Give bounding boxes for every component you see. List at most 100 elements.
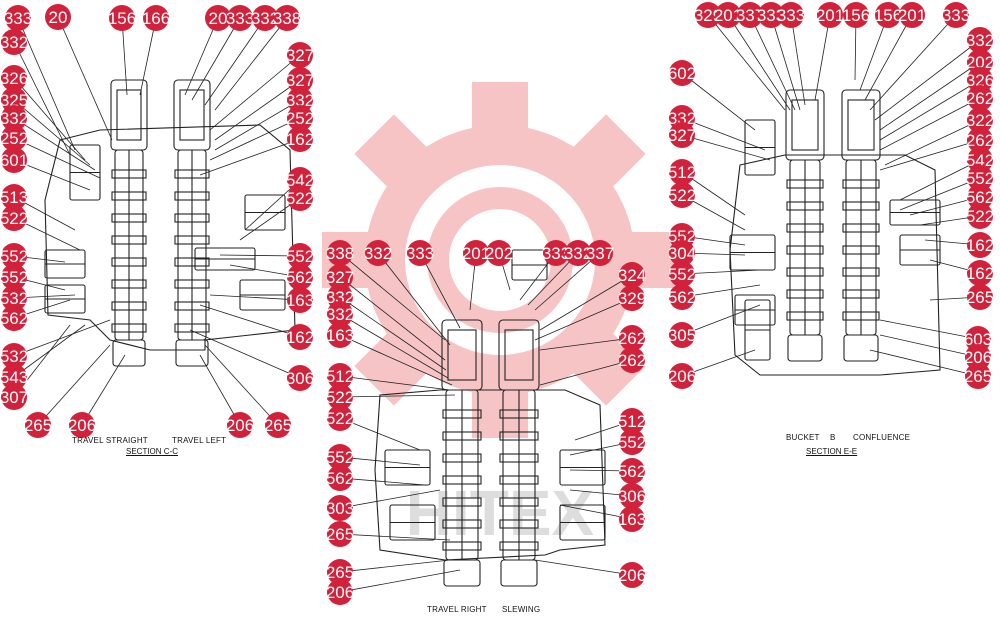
callout-label: 324 <box>618 266 646 285</box>
callout-e-31: 305 <box>668 322 696 348</box>
callout-label: 522 <box>326 388 354 407</box>
callout-label: 262 <box>618 329 646 348</box>
callout-c-10: 326 <box>0 65 28 91</box>
leader-line-c-17 <box>199 138 301 176</box>
leader-line-d-8 <box>539 274 633 331</box>
callout-c-37: 206 <box>226 412 254 438</box>
callout-label: 307 <box>0 388 28 407</box>
callout-c-9: 327 <box>286 42 314 68</box>
callout-d-27: 265 <box>326 521 354 547</box>
callout-d-20: 552 <box>618 429 646 455</box>
leader-line-d-14 <box>539 359 633 386</box>
callout-e-6: 156 <box>842 2 870 28</box>
callout-c-21: 522 <box>286 185 314 211</box>
callout-label: 163 <box>618 510 646 529</box>
callout-label: 201 <box>898 6 926 25</box>
callout-d-16: 512 <box>326 363 354 389</box>
callout-label: 156 <box>874 6 902 25</box>
callout-label: 326 <box>0 69 28 88</box>
callout-label: 552 <box>0 268 28 287</box>
leader-line-e-14 <box>681 134 771 161</box>
callout-e-7: 156 <box>874 2 902 28</box>
callout-e-10: 602 <box>668 60 696 86</box>
callout-d-8: 324 <box>618 262 646 288</box>
callout-label: 322 <box>966 111 994 130</box>
leader-line-d-2 <box>419 252 461 329</box>
callout-e-11: 332 <box>966 27 994 53</box>
leader-line-d-23 <box>339 477 426 486</box>
callout-c-8: 332 <box>0 29 28 55</box>
callout-label: 156 <box>108 9 136 28</box>
leader-line-c-11 <box>214 79 301 141</box>
callout-d-0: 338 <box>326 240 354 266</box>
callout-e-9: 333 <box>942 2 970 28</box>
leader-line-e-3 <box>770 14 801 111</box>
leader-line-d-17 <box>339 394 456 398</box>
callout-c-34: 307 <box>0 384 28 410</box>
callout-label: 327 <box>286 46 314 65</box>
callout-label: 532 <box>0 289 28 308</box>
callout-label: 326 <box>966 71 994 90</box>
callout-label: 333 <box>942 6 970 25</box>
leader-line-c-38 <box>204 344 279 426</box>
leader-line-e-36 <box>869 349 979 377</box>
callout-c-38: 265 <box>264 412 292 438</box>
callout-c-20: 513 <box>0 184 28 210</box>
callout-e-20: 522 <box>668 182 696 208</box>
callout-label: 338 <box>326 244 354 263</box>
leader-line-c-23 <box>219 254 301 257</box>
callout-label: 265 <box>264 416 292 435</box>
callout-d-12: 262 <box>618 325 646 351</box>
callout-label: 522 <box>668 186 696 205</box>
leader-line-d-21 <box>339 456 421 466</box>
leader-line-c-6 <box>204 17 266 106</box>
label-travel-right: TRAVEL RIGHT <box>427 605 487 614</box>
callout-d-28: 265 <box>326 559 354 585</box>
callout-d-21: 552 <box>326 444 354 470</box>
callout-e-17: 512 <box>668 159 696 185</box>
callout-label: 333 <box>777 6 805 25</box>
callout-c-35: 265 <box>24 412 52 438</box>
callout-c-30: 162 <box>286 324 314 350</box>
callout-c-4: 20 <box>205 5 231 31</box>
callout-label: 332 <box>326 288 354 307</box>
callout-label: 332 <box>0 33 28 52</box>
leader-line-e-33 <box>879 319 979 340</box>
label-slewing: SLEWING <box>502 605 541 614</box>
callout-label: 332 <box>966 31 994 50</box>
callout-c-24: 552 <box>0 243 28 269</box>
leader-line-d-11 <box>339 296 447 371</box>
callout-label: 163 <box>326 326 354 345</box>
callout-label: 512 <box>618 412 646 431</box>
callout-label: 327 <box>668 126 696 145</box>
callout-c-27: 532 <box>0 285 28 311</box>
leader-line-d-9 <box>339 276 446 361</box>
callout-c-2: 156 <box>108 5 136 31</box>
leader-line-c-10 <box>13 77 86 161</box>
callout-label: 601 <box>0 151 28 170</box>
label-travel-left: TRAVEL LEFT <box>172 436 227 445</box>
leader-line-e-22 <box>899 177 981 211</box>
callout-d-24: 306 <box>618 483 646 509</box>
callout-e-34: 206 <box>964 344 992 370</box>
callout-c-22: 522 <box>0 205 28 231</box>
leader-line-c-31 <box>13 319 111 357</box>
callout-label: 20 <box>209 9 228 28</box>
leader-line-c-9 <box>209 54 301 131</box>
leader-line-e-18 <box>884 119 981 166</box>
callout-label: 206 <box>226 416 254 435</box>
leader-line-e-5 <box>814 14 831 101</box>
leader-line-c-35 <box>37 344 111 426</box>
callout-e-36: 265 <box>964 363 992 389</box>
leader-line-e-4 <box>790 14 806 106</box>
callout-e-22: 552 <box>966 165 994 191</box>
leader-line-c-7 <box>214 17 288 111</box>
callout-label: 20 <box>49 8 68 27</box>
leader-line-e-8 <box>864 14 913 101</box>
callout-label: 304 <box>668 244 696 263</box>
callout-e-14: 327 <box>668 122 696 148</box>
callout-label: 562 <box>0 309 28 328</box>
callout-d-23: 562 <box>326 465 354 491</box>
